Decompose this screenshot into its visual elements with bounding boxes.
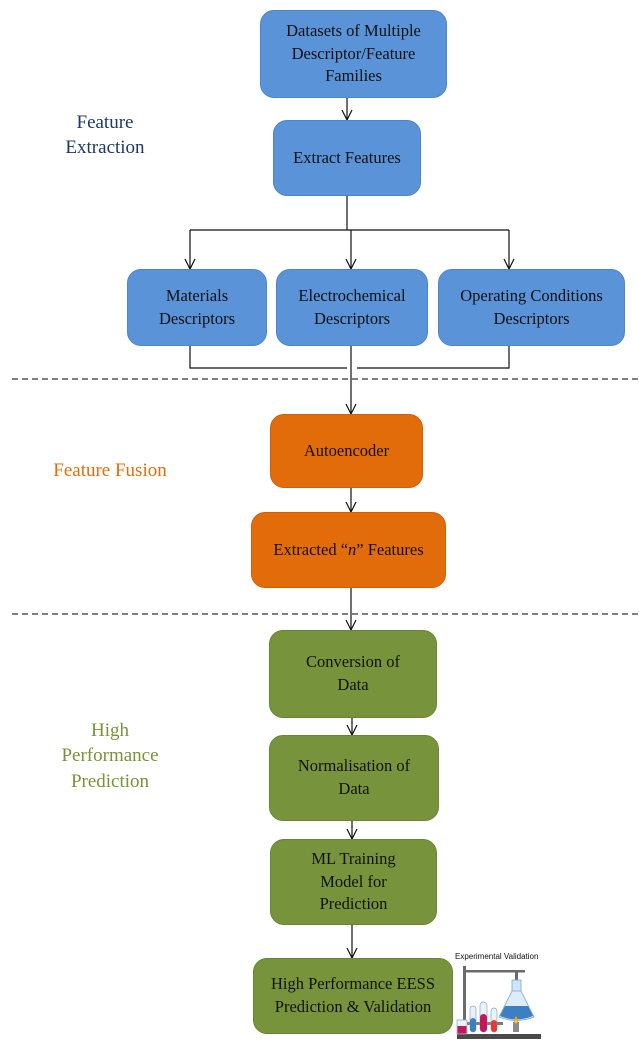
experimental-validation-caption: Experimental Validation	[455, 952, 539, 961]
node-text-line: Operating Conditions	[460, 285, 603, 305]
stage-label-line: Extraction	[65, 137, 145, 159]
node-text-line: Normalisation of	[297, 756, 411, 776]
node-operating-conditions-descriptors: Operating Conditions Descriptors	[438, 269, 625, 346]
stage-divider-lines	[12, 378, 639, 615]
lab-flask-burner-illustration	[456, 966, 541, 1039]
node-text-line: Data	[337, 675, 369, 694]
extracted-prefix: Extracted “	[273, 539, 349, 559]
node-text-line: Prediction	[319, 894, 388, 914]
node-text-line: Descriptors	[493, 308, 570, 328]
stage-label-line: Performance	[61, 745, 159, 767]
node-text-line: Data	[338, 779, 370, 798]
stage-label-line: Prediction	[70, 770, 150, 792]
node-normalisation-of-data: Normalisation of Data	[269, 735, 439, 821]
node-text-line: Descriptor/Feature	[291, 43, 416, 63]
node-ml-training-model: ML Training Model for Prediction	[270, 839, 437, 925]
node-text-line: Descriptors	[158, 308, 236, 328]
node-text-line: Prediction & Validation	[274, 997, 432, 1016]
node-autoencoder: Autoencoder	[270, 414, 423, 488]
node-text-line: High Performance EESS	[270, 974, 436, 994]
node-text-line: Conversion of	[306, 652, 400, 672]
node-electrochemical-descriptors: Electrochemical Descriptors	[276, 269, 428, 346]
node-text-line: Model for	[320, 871, 387, 891]
node-text-line: Electrochemical	[298, 285, 406, 305]
node-text-line: ML Training	[311, 848, 396, 868]
node-text-line: Extracted “n” Features	[273, 539, 423, 562]
stage-label-line: Feature Fusion	[53, 460, 167, 481]
node-extract-features: Extract Features	[273, 120, 421, 196]
merge-materials	[189, 346, 347, 369]
node-text-line: Extract Features	[293, 147, 401, 167]
stage-label-high-performance-prediction: High Performance Prediction	[40, 718, 180, 794]
extracted-suffix: ” Features	[356, 539, 424, 559]
stage-label-line: High	[91, 720, 129, 741]
stage-label-feature-fusion: Feature Fusion	[30, 458, 190, 483]
node-text-line: Families	[325, 66, 382, 86]
merge-operating	[357, 346, 510, 369]
node-conversion-of-data: Conversion of Data	[269, 630, 437, 718]
node-high-performance-eess-prediction: High Performance EESS Prediction & Valid…	[253, 958, 453, 1034]
node-materials-descriptors: Materials Descriptors	[127, 269, 267, 346]
arrows	[190, 98, 509, 958]
node-text-line: Materials	[165, 285, 229, 305]
stage-label-line: Feature	[76, 112, 134, 133]
node-text-line: Descriptors	[313, 308, 391, 328]
extracted-n-variable: n	[348, 539, 357, 559]
node-text-line: Datasets of Multiple	[286, 20, 421, 40]
node-datasets: Datasets of Multiple Descriptor/Feature …	[260, 10, 447, 98]
stage-label-feature-extraction: Feature Extraction	[40, 110, 170, 161]
node-extracted-n-features: Extracted “n” Features	[251, 512, 446, 588]
node-text-line: Autoencoder	[303, 440, 390, 460]
